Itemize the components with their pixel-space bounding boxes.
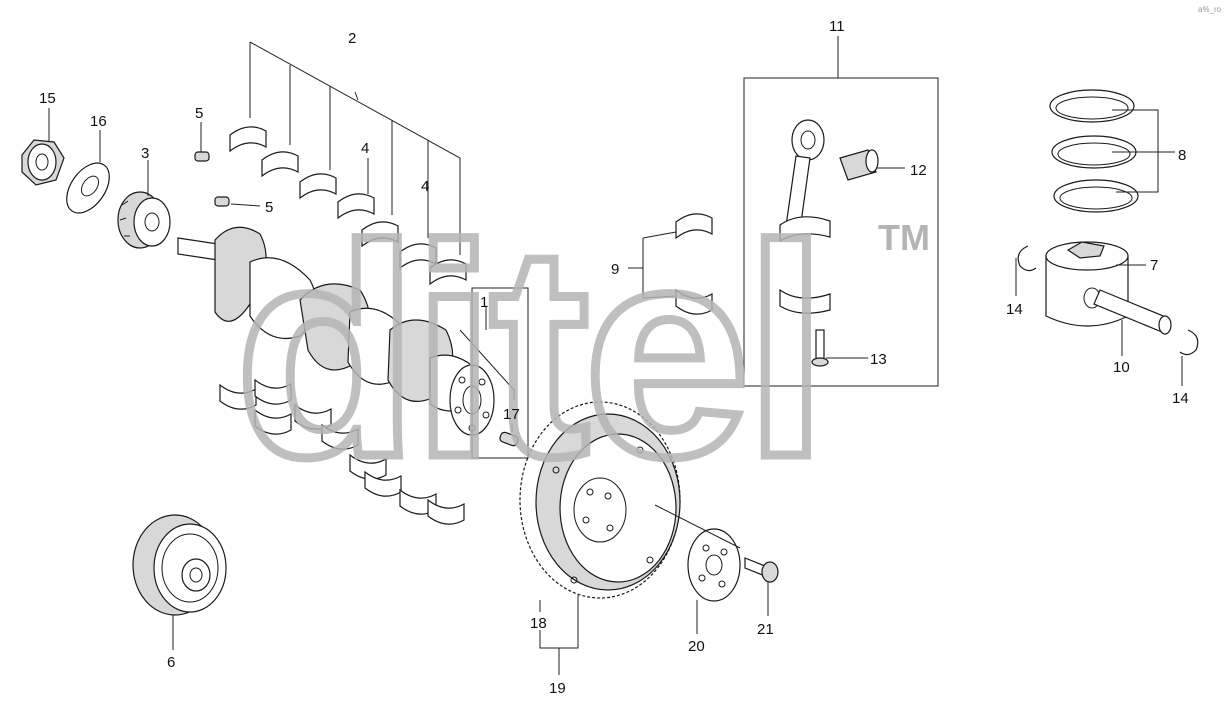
- callout-3: 3: [141, 145, 149, 162]
- callout-12: 12: [910, 162, 927, 179]
- part-12-bushing: [839, 149, 879, 181]
- watermark-trademark: TM: [878, 217, 930, 258]
- callout-5-b: 5: [265, 199, 273, 216]
- callout-labels: 1 2 3 4 4 5 5 6 7 8 9 10 11 12 13 14 14 …: [39, 18, 1189, 697]
- callout-19: 19: [549, 680, 566, 697]
- part-17-pin: [499, 431, 519, 447]
- callout-16: 16: [90, 113, 107, 130]
- callout-5-a: 5: [195, 105, 203, 122]
- part-6-pulley: [132, 514, 227, 616]
- part-3-gear: [117, 191, 171, 249]
- part-14-circlips: [1017, 245, 1199, 356]
- callout-18: 18: [530, 615, 547, 632]
- callout-15: 15: [39, 90, 56, 107]
- callout-11: 11: [829, 18, 845, 35]
- callout-21: 21: [757, 621, 774, 638]
- part-15-nut: [21, 139, 65, 186]
- part-18-flywheel: [519, 401, 681, 599]
- callout-2: 2: [348, 30, 356, 47]
- part-9-rod-bearings: [675, 213, 713, 315]
- part-16-washer: [66, 162, 110, 214]
- watermark-logo: ditel: [235, 183, 822, 519]
- callout-13: 13: [870, 351, 887, 368]
- corner-mark: a%_ro: [1198, 5, 1222, 14]
- callout-4-a: 4: [361, 140, 369, 157]
- callout-17: 17: [503, 406, 520, 423]
- callout-10: 10: [1113, 359, 1130, 376]
- callout-6: 6: [167, 654, 175, 671]
- callout-20: 20: [688, 638, 705, 655]
- part-10-piston-pin: [1093, 289, 1172, 335]
- leader-lines: [48, 36, 1183, 675]
- callout-4-b: 4: [421, 178, 429, 195]
- callout-9: 9: [611, 261, 619, 278]
- part-2-upper-bearings: [229, 126, 467, 286]
- callout-1: 1: [480, 294, 488, 311]
- callout-14-a: 14: [1006, 301, 1023, 318]
- callout-14-b: 14: [1172, 390, 1189, 407]
- callout-8: 8: [1178, 147, 1186, 164]
- part-8-piston-rings: [1049, 89, 1139, 213]
- part-11-connecting-rod: [779, 119, 831, 367]
- part-20-plate: [687, 528, 741, 602]
- part-5-keys: [194, 151, 230, 207]
- watermark: ditel TM: [231, 179, 930, 524]
- callout-7: 7: [1150, 257, 1158, 274]
- part-21-bolt: [744, 557, 779, 583]
- lower-main-bearings: [219, 378, 465, 525]
